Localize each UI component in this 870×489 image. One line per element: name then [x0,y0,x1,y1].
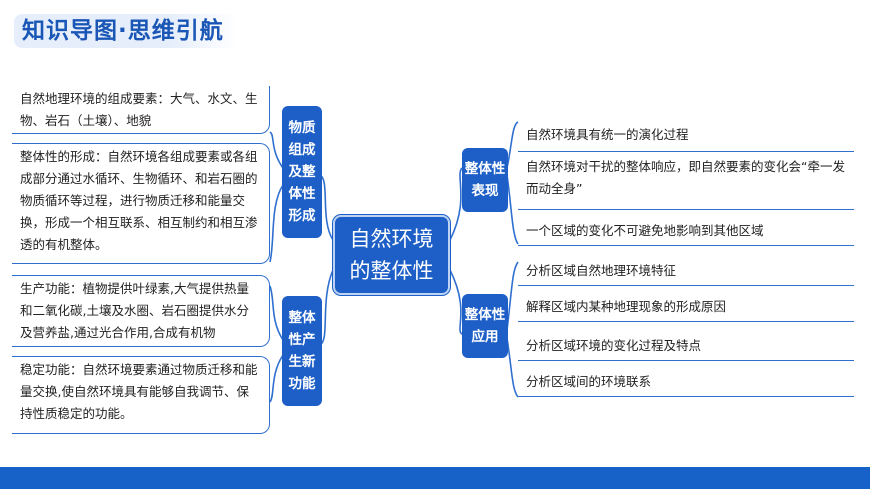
manifestation-item-text: 自然环境具有统一的演化过程 [526,127,689,142]
elements-text: 自然地理环境的组成要素：大气、水文、生物、岩石（土壤）、地貌 [20,91,258,128]
center-line: 的整体性 [349,259,434,283]
connector-center-shengchan [319,269,334,346]
tag-line: 整体性 [464,307,506,323]
center-line: 自然环境 [349,227,434,251]
tag-line: 生新 [288,354,316,370]
tag-line: 功能 [288,376,316,392]
connector-center-biaoxian [449,167,463,241]
application-item: 分析区域环境的变化过程及特点 [518,333,854,361]
manifestation-item-text: 自然环境对干扰的整体响应，即自然要素的变化会“牵一发而动全身” [526,159,845,196]
application-item-text: 分析区域环境的变化过程及特点 [526,338,702,353]
connector-wuzhi-elements [269,131,284,169]
tag-new-function: 整体 性产 生新 功能 [282,296,322,406]
tag-line: 表现 [471,183,499,199]
application-item-text: 分析区域自然地理环境特征 [526,263,677,278]
connector-biaoxian-group [506,121,519,169]
text-stability: 稳定功能：自然环境要素通过物质迁移和能量交换,使自然环境具有能够自我调节、保持性… [12,356,270,434]
production-text: 生产功能：植物提供叶绿素,大气提供热量和二氧化碳,土壤及水圈、岩石圈提供水分及营… [20,281,249,340]
tag-application: 整体性 应用 [462,294,508,358]
manifestation-item-text: 一个区域的变化不可避免地影响到其他区域 [526,223,764,238]
connector-shengchan-production [269,285,284,341]
tag-material-composition: 物质 组成 及整 体性 形成 [282,106,322,238]
manifestation-item: 自然环境对干扰的整体响应，即自然要素的变化会“牵一发而动全身” [518,154,854,210]
connector-yingyong-group-bottom [506,337,519,398]
tag-line: 体性 [288,186,316,202]
connector-shengchan-stability [269,354,284,403]
tag-line: 及整 [288,164,316,180]
tag-manifestation: 整体性 表现 [462,148,508,212]
text-formation: 整体性的形成：自然环境各组成要素或各组成部分通过水循环、生物循环、和岩石圈的物质… [12,143,270,264]
text-elements: 自然地理环境的组成要素：大气、水文、生物、岩石（土壤）、地貌 [12,86,270,134]
formation-text: 整体性的形成：自然环境各组成要素或各组成部分通过水循环、生物循环、和岩石圈的物质… [20,149,258,252]
application-item: 分析区域自然地理环境特征 [518,258,854,286]
manifestation-item: 一个区域的变化不可避免地影响到其他区域 [518,218,854,246]
page-title: 知识导图·思维引航 [14,14,238,48]
manifestation-item: 自然环境具有统一的演化过程 [518,122,854,152]
connector-wuzhi-formation [269,184,284,263]
application-item-text: 解释区域内某种地理现象的形成原因 [526,299,727,314]
tag-line: 整体 [288,310,316,326]
tag-line: 应用 [471,329,499,345]
tag-line: 形成 [288,208,316,224]
stability-text: 稳定功能：自然环境要素通过物质迁移和能量交换,使自然环境具有能够自我调节、保持性… [20,362,258,421]
connector-yingyong-group [506,261,519,331]
connector-biaoxian-group-bottom [506,174,519,245]
tag-line: 性产 [288,332,316,348]
application-item-text: 分析区域间的环境联系 [526,374,652,389]
center-topic: 自然环境 的整体性 [333,215,450,295]
application-item: 解释区域内某种地理现象的形成原因 [518,294,854,322]
tag-line: 组成 [288,142,316,158]
connector-center-yingyong [449,269,463,335]
connector-center-wuzhi [319,174,334,241]
application-item: 分析区域间的环境联系 [518,369,854,397]
tag-line: 整体性 [464,161,506,177]
tag-line: 物质 [288,120,316,136]
footer-bar [0,467,870,489]
text-production: 生产功能：植物提供叶绿素,大气提供热量和二氧化碳,土壤及水圈、岩石圈提供水分及营… [12,275,270,347]
